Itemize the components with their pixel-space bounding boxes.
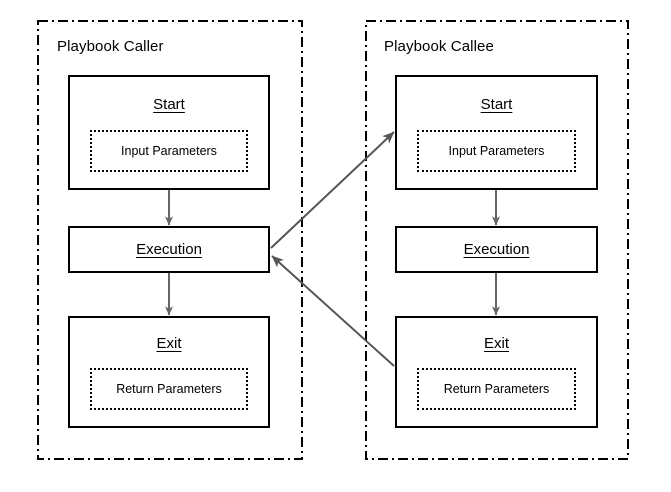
param-box-caller-input: Input Parameters [90,130,248,172]
node-caller-start-title: Start [153,96,185,113]
param-box-callee-input: Input Parameters [417,130,576,172]
node-callee-execution[interactable]: Execution [395,226,598,273]
connector-call-return [271,255,395,367]
node-callee-exit-title: Exit [483,335,509,352]
param-box-caller-return: Return Parameters [90,368,248,410]
node-caller-exit[interactable]: Exit Return Parameters [68,316,270,428]
param-label-callee-input: Input Parameters [448,143,545,158]
connector-call-invoke [270,131,395,249]
node-caller-execution[interactable]: Execution [68,226,270,273]
lane-title-caller: Playbook Caller [57,38,164,55]
lane-title-callee: Playbook Callee [384,38,494,55]
node-caller-execution-title: Execution [136,241,202,258]
param-box-callee-return: Return Parameters [417,368,576,410]
node-callee-execution-title: Execution [463,241,530,258]
node-caller-start[interactable]: Start Input Parameters [68,75,270,190]
node-callee-start-title: Start [480,96,513,113]
node-callee-exit[interactable]: Exit Return Parameters [395,316,598,428]
param-label-caller-input: Input Parameters [121,143,217,158]
node-callee-start[interactable]: Start Input Parameters [395,75,598,190]
param-label-caller-return: Return Parameters [116,381,222,396]
node-caller-exit-title: Exit [156,335,182,352]
param-label-callee-return: Return Parameters [443,381,550,396]
